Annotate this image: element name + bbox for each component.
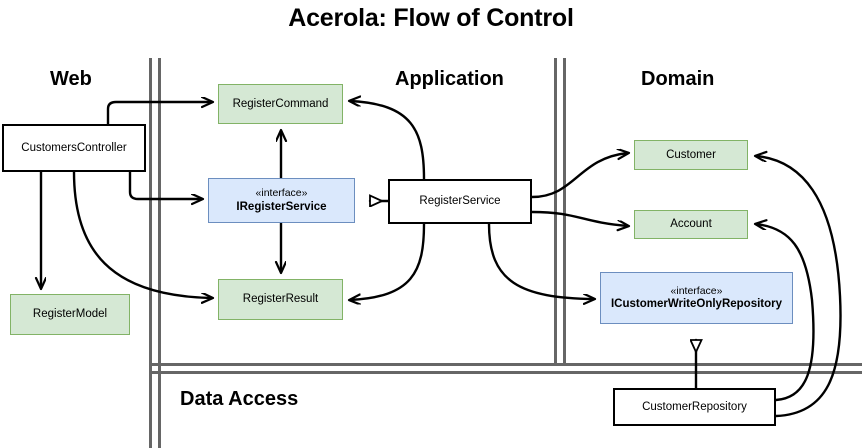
node-account[interactable]: Account — [634, 210, 748, 239]
node-customer-repository[interactable]: CustomerRepository — [613, 388, 776, 426]
divider-web-application — [149, 58, 161, 448]
node-label: Account — [670, 218, 712, 231]
node-label: CustomersController — [21, 141, 127, 154]
node-stereotype: «interface» — [255, 187, 308, 200]
layer-label-domain: Domain — [641, 68, 715, 90]
layer-label-data-access: Data Access — [180, 388, 299, 410]
node-label: RegisterResult — [242, 293, 319, 306]
node-register-command[interactable]: RegisterCommand — [218, 84, 343, 124]
node-label: RegisterModel — [32, 308, 108, 321]
edge-controller-to-register-result — [72, 170, 212, 298]
edge-customer-repository-to-customer — [756, 156, 842, 418]
edge-register-service-to-customer — [530, 153, 628, 199]
edge-controller-to-register-command — [106, 102, 212, 126]
node-register-model[interactable]: RegisterModel — [10, 294, 130, 335]
node-register-result[interactable]: RegisterResult — [218, 279, 343, 320]
node-register-service[interactable]: RegisterService — [388, 179, 532, 224]
node-icustomer-write-only-repository[interactable]: «interface» ICustomerWriteOnlyRepository — [600, 272, 793, 324]
node-label: RegisterCommand — [232, 97, 329, 110]
edge-register-service-to-register-result — [350, 222, 426, 300]
node-label: RegisterService — [419, 195, 501, 208]
node-customer[interactable]: Customer — [634, 140, 748, 170]
edge-register-service-to-icustomer-write-only-repository — [487, 222, 594, 299]
edge-register-service-to-account — [530, 210, 628, 226]
layer-label-web: Web — [50, 68, 92, 90]
node-label: IRegisterService — [236, 200, 327, 213]
node-customers-controller[interactable]: CustomersController — [2, 124, 146, 172]
node-label: CustomerRepository — [642, 400, 747, 413]
page-title: Acerola: Flow of Control — [288, 4, 574, 32]
divider-application-domain — [554, 58, 566, 366]
edge-customer-repository-to-account — [756, 224, 815, 402]
node-stereotype: «interface» — [670, 284, 723, 297]
layer-label-application: Application — [395, 68, 504, 90]
node-iregister-service[interactable]: «interface» IRegisterService — [208, 178, 355, 223]
edge-register-service-to-register-command — [350, 101, 426, 181]
divider-data-access — [152, 363, 862, 374]
node-label: ICustomerWriteOnlyRepository — [610, 298, 783, 311]
edge-controller-to-iregister-service — [128, 170, 202, 199]
node-label: Customer — [666, 148, 716, 161]
